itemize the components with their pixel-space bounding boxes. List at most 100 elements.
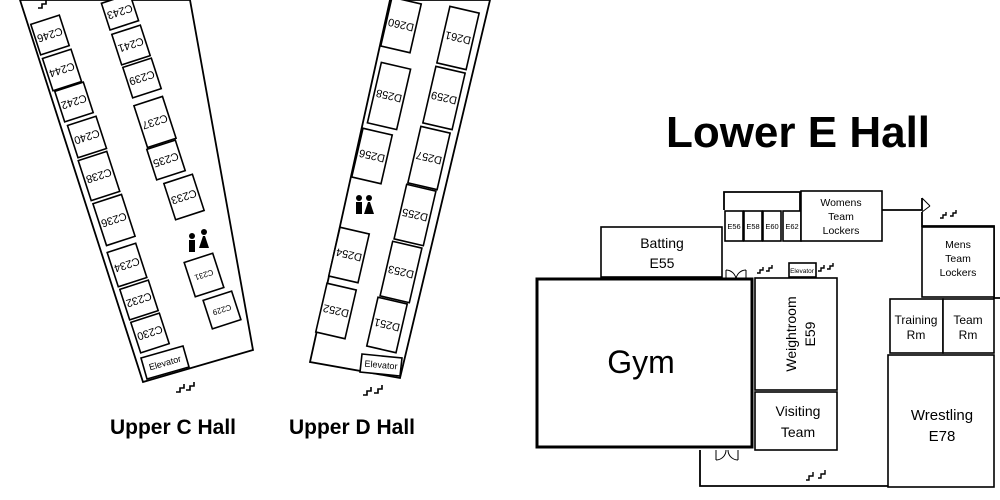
visiting-team-room[interactable]: Visiting Team: [754, 391, 838, 451]
batting-room[interactable]: Batting E55: [600, 226, 723, 278]
room-c235[interactable]: C235: [145, 139, 187, 181]
womens-label-2: Team: [828, 211, 854, 223]
lower-e-hall: Lower E Hall Batting E55 E56 E58 E60 E62 Wo…: [535, 108, 1000, 488]
e-stairs-icons: [757, 210, 957, 481]
room-c233[interactable]: C233: [162, 173, 206, 221]
room-d253[interactable]: D253: [379, 240, 423, 304]
wrestling-label-1: Wrestling: [911, 407, 973, 424]
gym-room[interactable]: Gym: [535, 277, 754, 449]
room-c239[interactable]: C239: [121, 57, 163, 99]
room-d256[interactable]: D256: [350, 127, 394, 185]
e-elevator[interactable]: Elevator: [788, 262, 817, 278]
room-c236[interactable]: C236: [91, 193, 137, 247]
room-c242[interactable]: C242: [53, 81, 95, 123]
room-label: D251: [373, 315, 401, 333]
room-label: E62: [785, 222, 798, 231]
room-d255[interactable]: D255: [393, 183, 437, 247]
room-c243[interactable]: C243: [100, 0, 140, 31]
e-bottom-wall: [699, 450, 888, 487]
visiting-label-1: Visiting: [776, 403, 821, 419]
room-c241[interactable]: C241: [110, 24, 152, 66]
mens-label-1: Mens: [945, 239, 971, 251]
room-label: D260: [387, 15, 415, 33]
d-hall-elevator[interactable]: Elevator: [359, 353, 403, 377]
door-icons: [715, 197, 931, 461]
e-elevator-label: Elevator: [790, 268, 815, 275]
batting-label-1: Batting: [640, 235, 684, 251]
team-rm-label-1: Team: [953, 313, 982, 327]
lower-e-hall-title: Lower E Hall: [666, 108, 930, 157]
room-label: D259: [430, 88, 458, 106]
gym-label: Gym: [607, 344, 675, 380]
e-right-wall: [921, 212, 1000, 299]
room-c237[interactable]: C237: [132, 95, 178, 149]
training-label-2: Rm: [907, 328, 926, 342]
team-rm-label-2: Rm: [959, 328, 978, 342]
room-label: E56: [727, 222, 740, 231]
weightroom-label-2: E59: [802, 321, 818, 346]
room-label: D258: [375, 86, 403, 104]
room-c246[interactable]: C246: [29, 14, 71, 56]
room-d259[interactable]: D259: [421, 65, 467, 131]
room-label: D257: [415, 148, 443, 166]
room-c238[interactable]: C238: [77, 150, 121, 202]
room-d254[interactable]: D254: [327, 226, 371, 284]
room-c230[interactable]: C230: [129, 312, 171, 354]
room-c231[interactable]: C231: [183, 252, 225, 298]
room-e60[interactable]: E60: [762, 210, 782, 242]
room-d261[interactable]: D261: [435, 5, 481, 71]
room-label: D256: [358, 146, 386, 164]
room-label: E58: [746, 222, 759, 231]
room-label: D255: [401, 205, 429, 223]
visiting-label-2: Team: [781, 424, 815, 440]
e-top-wall: [723, 191, 923, 211]
room-c232[interactable]: C232: [118, 279, 160, 321]
c-stairs-icon: [176, 382, 195, 393]
room-d252[interactable]: D252: [314, 282, 358, 340]
wrestling-room[interactable]: Wrestling E78: [887, 354, 995, 488]
c-top-stairs-icon: [38, 0, 47, 9]
room-c234[interactable]: C234: [106, 242, 148, 288]
weightroom-label-1: Weightroom: [783, 296, 799, 371]
room-e58[interactable]: E58: [743, 210, 763, 242]
room-e56[interactable]: E56: [724, 210, 744, 242]
womens-label-1: Womens: [820, 197, 861, 209]
mens-label-2: Team: [945, 253, 971, 265]
team-room[interactable]: Team Rm: [942, 298, 995, 354]
c-restroom-icon: [189, 229, 209, 252]
room-label: D253: [387, 262, 415, 280]
room-d257[interactable]: D257: [406, 125, 452, 191]
batting-label-2: E55: [650, 255, 675, 271]
upper-c-hall-title: Upper C Hall: [110, 416, 236, 439]
room-label: D254: [335, 245, 363, 263]
c-hall-elevator[interactable]: Elevator: [140, 345, 190, 380]
womens-label-3: Lockers: [823, 225, 860, 237]
d-restroom-icon: [356, 195, 374, 214]
mens-lockers-room[interactable]: Mens Team Lockers: [921, 226, 995, 298]
training-room[interactable]: Training Rm: [889, 298, 944, 354]
d-stairs-icon: [363, 385, 383, 396]
upper-d-hall-title: Upper D Hall: [289, 416, 415, 439]
wrestling-label-2: E78: [929, 428, 956, 445]
womens-lockers-room[interactable]: Womens Team Lockers: [800, 190, 883, 242]
training-label-1: Training: [895, 313, 938, 327]
room-label: E60: [765, 222, 778, 231]
mens-label-3: Lockers: [940, 267, 977, 279]
room-d260[interactable]: D260: [379, 0, 423, 54]
room-label: D261: [444, 28, 472, 46]
room-c240[interactable]: C240: [66, 115, 108, 159]
room-e62[interactable]: E62: [782, 210, 802, 242]
room-c229[interactable]: C229: [202, 290, 242, 330]
room-d251[interactable]: D251: [365, 296, 409, 354]
room-c244[interactable]: C244: [41, 48, 83, 92]
room-d258[interactable]: D258: [366, 61, 412, 131]
weightroom-room[interactable]: Weightroom E59: [754, 277, 838, 391]
c-hall-outline: [19, 0, 255, 384]
